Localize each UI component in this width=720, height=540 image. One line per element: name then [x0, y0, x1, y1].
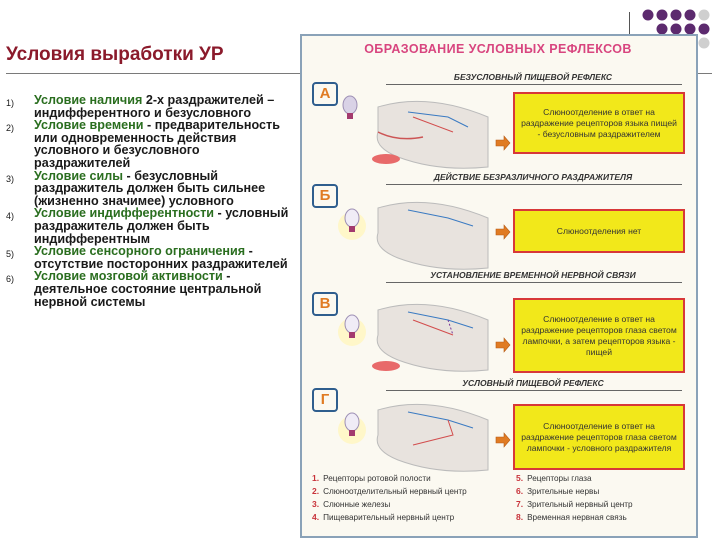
condition-highlight: Условие наличия: [34, 93, 143, 107]
condition-text: 2-х раздражителей – индифферентного и бе…: [34, 93, 275, 120]
section-heading: УСТАНОВЛЕНИЕ ВРЕМЕННОЙ НЕРВНОЙ СВЯЗИ: [430, 270, 636, 280]
condition-item: 3) Условие силы - безусловный раздражите…: [6, 168, 296, 208]
dog-illustration: [338, 201, 489, 270]
result-box: Слюноотделение в ответ на раздражение ре…: [513, 404, 685, 470]
condition-number: 4): [6, 211, 15, 222]
condition-highlight: Условие индифферентности: [34, 206, 215, 221]
condition-text: - безусловный раздражитель должен быть с…: [34, 168, 266, 208]
decor-vertical-line: [629, 12, 630, 50]
condition-number: 6): [6, 274, 15, 285]
section-divider: [386, 184, 682, 185]
dog-illustration: [342, 95, 489, 169]
legend-item: 7.Зрительный нервный центр: [516, 499, 633, 509]
result-box: Слюноотделение в ответ на раздражение ре…: [513, 92, 685, 154]
reflex-figure: ОБРАЗОВАНИЕ УСЛОВНЫХ РЕФЛЕКСОВ БЕЗУСЛОВН…: [298, 32, 698, 538]
condition-item: 2) Условие времени - предварительность и…: [6, 119, 296, 169]
section-heading: БЕЗУСЛОВНЫЙ ПИЩЕВОЙ РЕФЛЕКС: [453, 72, 613, 82]
legend-item: 4.Пищеварительный нервный центр: [312, 512, 455, 522]
figure-title: ОБРАЗОВАНИЕ УСЛОВНЫХ РЕФЛЕКСОВ: [364, 42, 632, 56]
condition-number: 1): [6, 98, 15, 108]
conditions-list: 1) Условие наличия 2-х раздражителей – и…: [6, 94, 296, 308]
arrow-right-icon: [495, 337, 511, 353]
legend-item: 2.Слюноотделительный нервный центр: [312, 486, 467, 496]
section-badge: А: [312, 82, 338, 106]
condition-highlight: Условие времени: [34, 118, 144, 133]
condition-item: 6) Условие мозговой активности - деятель…: [6, 270, 296, 308]
section-heading: ДЕЙСТВИЕ БЕЗРАЗЛИЧНОГО РАЗДРАЖИТЕЛЯ: [433, 172, 633, 182]
condition-text: - деятельное состояние центральной нервн…: [34, 269, 262, 309]
condition-text: - предварительность или одновременность …: [34, 118, 280, 170]
section-badge: Б: [312, 184, 338, 208]
condition-number: 5): [6, 249, 15, 260]
section-badge: Г: [312, 388, 338, 412]
section-divider: [386, 282, 682, 283]
condition-text: - отсутствие посторонних раздражителей: [34, 244, 288, 271]
legend-item: 1.Рецепторы ротовой полости: [312, 473, 431, 483]
section-heading: УСЛОВНЫЙ ПИЩЕВОЙ РЕФЛЕКС: [462, 378, 604, 388]
legend-item: 8.Временная нервная связь: [516, 512, 627, 522]
section-badge: В: [312, 292, 338, 316]
condition-item: 1) Условие наличия 2-х раздражителей – и…: [6, 94, 296, 119]
arrow-right-icon: [495, 135, 511, 151]
condition-highlight: Условие мозговой активности: [34, 269, 223, 284]
arrow-right-icon: [495, 224, 511, 240]
condition-highlight: Условие силы: [34, 168, 124, 183]
condition-text: - условный раздражитель должен быть инди…: [34, 206, 289, 246]
condition-number: 2): [6, 123, 15, 134]
result-box: Слюноотделение в ответ на раздражение ре…: [513, 298, 685, 373]
condition-item: 5) Условие сенсорного ограничения - отсу…: [6, 245, 296, 270]
condition-number: 3): [6, 173, 15, 184]
condition-item: 4) Условие индифферентности - условный р…: [6, 207, 296, 245]
dog-illustration: [338, 303, 489, 372]
arrow-right-icon: [495, 432, 511, 448]
condition-highlight: Условие сенсорного ограничения: [34, 244, 246, 259]
slide-title: Условия выработки УР: [6, 44, 224, 65]
dog-illustration: [338, 403, 489, 472]
result-box: Слюноотделения нет: [513, 209, 685, 253]
section-divider: [386, 390, 682, 391]
legend-item: 5.Рецепторы глаза: [516, 473, 592, 483]
legend-item: 6.Зрительные нервы: [516, 486, 600, 496]
section-divider: [386, 84, 682, 85]
legend-item: 3.Слюнные железы: [312, 499, 391, 509]
